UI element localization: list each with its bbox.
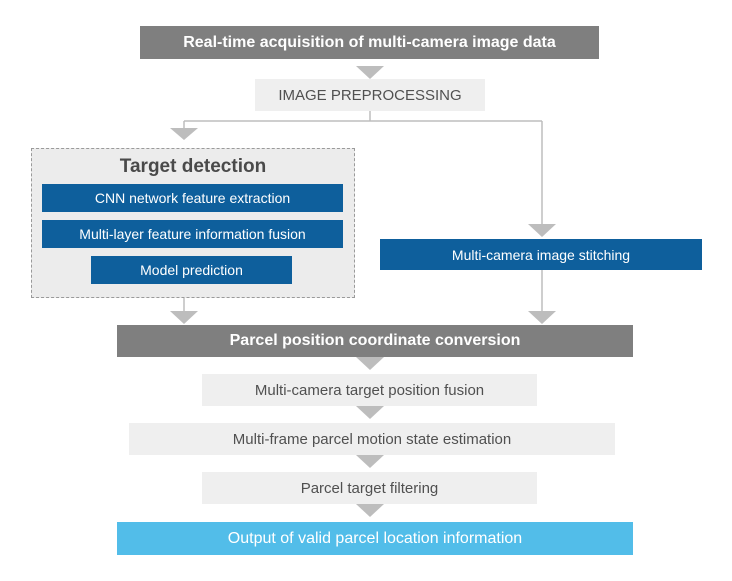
step-motion-estimation-label: Multi-frame parcel motion state estimati…	[232, 430, 512, 448]
target-detection-title: Target detection	[119, 156, 267, 177]
step-output-label: Output of valid parcel location informat…	[227, 529, 523, 547]
step-model-prediction-label: Model prediction	[140, 262, 243, 278]
arrow-acquisition-to-preprocessing	[356, 66, 384, 79]
step-image-stitching-label: Multi-camera image stitching	[451, 246, 631, 263]
step-motion-estimation: Multi-frame parcel motion state estimati…	[129, 423, 615, 455]
step-position-fusion: Multi-camera target position fusion	[202, 374, 537, 406]
arrow-to-stitching	[528, 224, 556, 237]
arrow-conversion-to-position-fusion	[356, 357, 384, 370]
step-position-fusion-label: Multi-camera target position fusion	[254, 381, 485, 399]
step-acquisition-label: Real-time acquisition of multi-camera im…	[183, 33, 556, 51]
arrow-position-fusion-to-motion	[356, 406, 384, 419]
arrow-to-target-detection	[170, 128, 198, 140]
step-image-stitching: Multi-camera image stitching	[380, 239, 702, 270]
step-acquisition: Real-time acquisition of multi-camera im…	[140, 26, 599, 59]
step-target-filtering-label: Parcel target filtering	[300, 479, 439, 497]
step-cnn-label: CNN network feature extraction	[94, 190, 291, 206]
step-cnn-feature-extraction: CNN network feature extraction	[42, 184, 343, 212]
step-multilayer-fusion: Multi-layer feature information fusion	[42, 220, 343, 248]
step-multilayer-fusion-label: Multi-layer feature information fusion	[79, 226, 306, 242]
step-coordinate-conversion-label: Parcel position coordinate conversion	[229, 332, 521, 349]
step-target-filtering: Parcel target filtering	[202, 472, 537, 504]
step-preprocessing-label: IMAGE PREPROCESSING	[278, 86, 462, 104]
step-coordinate-conversion: Parcel position coordinate conversion	[117, 325, 633, 357]
step-preprocessing: IMAGE PREPROCESSING	[255, 79, 485, 111]
arrow-filtering-to-output	[356, 504, 384, 517]
step-model-prediction: Model prediction	[91, 256, 292, 284]
arrow-detection-to-conversion	[170, 311, 198, 324]
arrow-stitching-to-conversion	[528, 311, 556, 324]
step-output: Output of valid parcel location informat…	[117, 522, 633, 555]
arrow-motion-to-filtering	[356, 455, 384, 468]
